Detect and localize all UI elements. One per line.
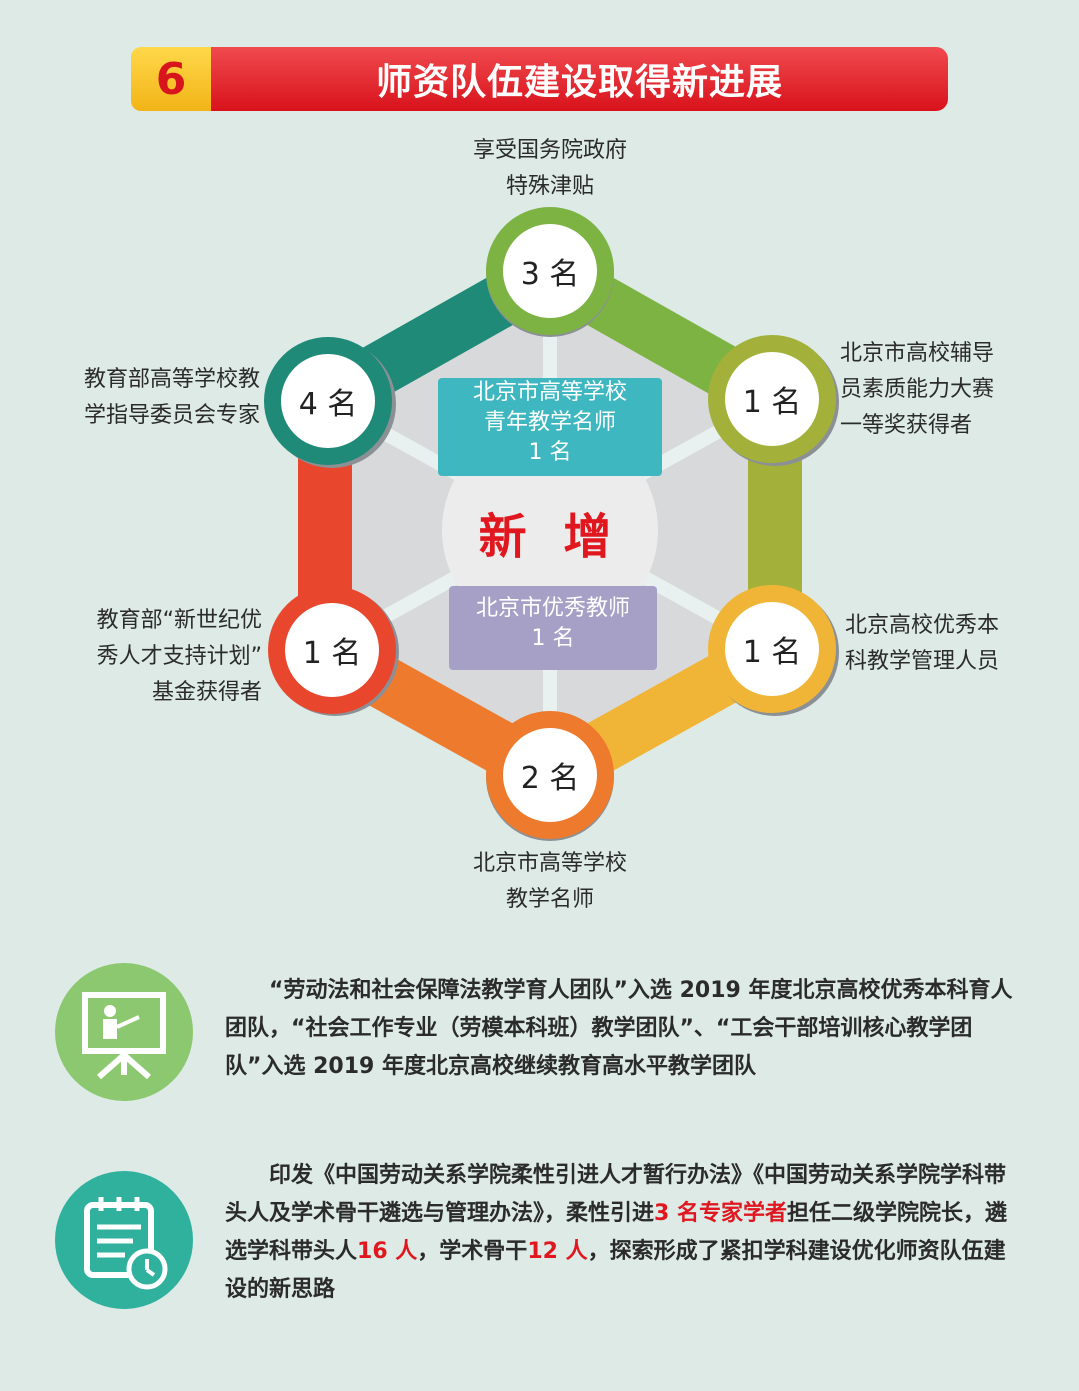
node-4-circle <box>486 711 614 841</box>
node-6-circle <box>264 337 396 468</box>
node-2-label-line3: 一等奖获得者 <box>840 413 973 438</box>
node-2-circle <box>708 335 839 466</box>
section2-highlight-experts: 3 名专家学者 <box>654 1201 787 1226</box>
node-5-label-line2: 秀人才支持计划” <box>96 644 262 669</box>
young-teacher-line1: 北京市高等学校 <box>472 380 627 405</box>
section2-text: 印发《中国劳动关系学院柔性引进人才暂行办法》《中国劳动关系学院学科带头人及学术骨… <box>225 1157 1025 1309</box>
young-teacher-box: 北京市高等学校 青年教学名师 1 名 <box>438 378 662 476</box>
young-teacher-line3: 1 名 <box>528 440 572 465</box>
node-4-label: 北京市高等学校 教学名师 <box>400 846 700 918</box>
excellent-teacher-box: 北京市优秀教师 1 名 <box>449 586 657 670</box>
node-4-label-line2: 教学名师 <box>505 887 594 912</box>
section2-highlight-backbone: 12 人 <box>527 1239 588 1264</box>
young-teacher-line2: 青年教学名师 <box>483 410 616 435</box>
node-4-label-line1: 北京市高等学校 <box>472 851 627 876</box>
node-3-label-line2: 科教学管理人员 <box>845 649 1000 674</box>
node-3-circle <box>708 585 839 716</box>
node-2-label: 北京市高校辅导 员素质能力大赛 一等奖获得者 <box>840 336 1060 444</box>
calendar-clock-icon <box>55 1171 193 1309</box>
node-5-circle <box>268 586 399 716</box>
node-3-label-line1: 北京高校优秀本 <box>845 613 1000 638</box>
node-6-label-line1: 教育部高等学校教 <box>83 367 260 392</box>
node-4-count: 2 名 <box>520 761 580 796</box>
section2-text-d: ，探索形成了紧扣学科建设优化师资队伍建设的新思路 <box>225 1239 1006 1302</box>
excellent-teacher-line2: 1 名 <box>531 626 575 651</box>
section2-text-c: ，学术骨干 <box>417 1239 528 1264</box>
node-6-count: 4 名 <box>298 387 358 422</box>
section-title: 师资队伍建设取得新进展 <box>211 47 948 111</box>
node-5-label-line1: 教育部“新世纪优 <box>96 608 262 633</box>
section2-text-b: 担任二级学院院长，遴选学科带头人 <box>225 1201 1007 1264</box>
node-6-label: 教育部高等学校教 学指导委员会专家 <box>20 362 260 434</box>
node-2-label-line2: 员素质能力大赛 <box>840 377 995 402</box>
node-2-count: 1 名 <box>742 385 802 420</box>
section-number: 6 <box>131 47 211 111</box>
node-1-label-line1: 享受国务院政府 <box>472 138 627 163</box>
node-1-circle <box>486 207 614 337</box>
node-5-label: 教育部“新世纪优 秀人才支持计划” 基金获得者 <box>20 603 262 711</box>
node-6-label-line2: 学指导委员会专家 <box>83 403 260 428</box>
section-banner: 6 师资队伍建设取得新进展 <box>131 47 948 111</box>
section2-text-a: 印发《中国劳动关系学院柔性引进人才暂行办法》《中国劳动关系学院学科带头人及学术骨… <box>225 1163 1007 1226</box>
center-text: 新 增 <box>478 509 622 565</box>
section1-text: “劳动法和社会保障法教学育人团队”入选 2019 年度北京高校优秀本科育人团队，… <box>225 978 1013 1079</box>
presentation-board-icon <box>55 963 193 1101</box>
section2-highlight-leaders: 16 人 <box>357 1239 418 1264</box>
node-1-label: 享受国务院政府 特殊津贴 <box>400 133 700 205</box>
node-1-label-line2: 特殊津贴 <box>505 174 594 199</box>
node-5-count: 1 名 <box>302 636 362 671</box>
node-1-count: 3 名 <box>520 257 580 292</box>
center-circle <box>442 422 658 638</box>
node-3-count: 1 名 <box>742 635 802 670</box>
node-3-label: 北京高校优秀本 科教学管理人员 <box>845 608 1065 680</box>
node-2-label-line1: 北京市高校辅导 <box>840 341 995 366</box>
excellent-teacher-line1: 北京市优秀教师 <box>475 596 630 621</box>
node-5-label-line3: 基金获得者 <box>151 680 262 705</box>
